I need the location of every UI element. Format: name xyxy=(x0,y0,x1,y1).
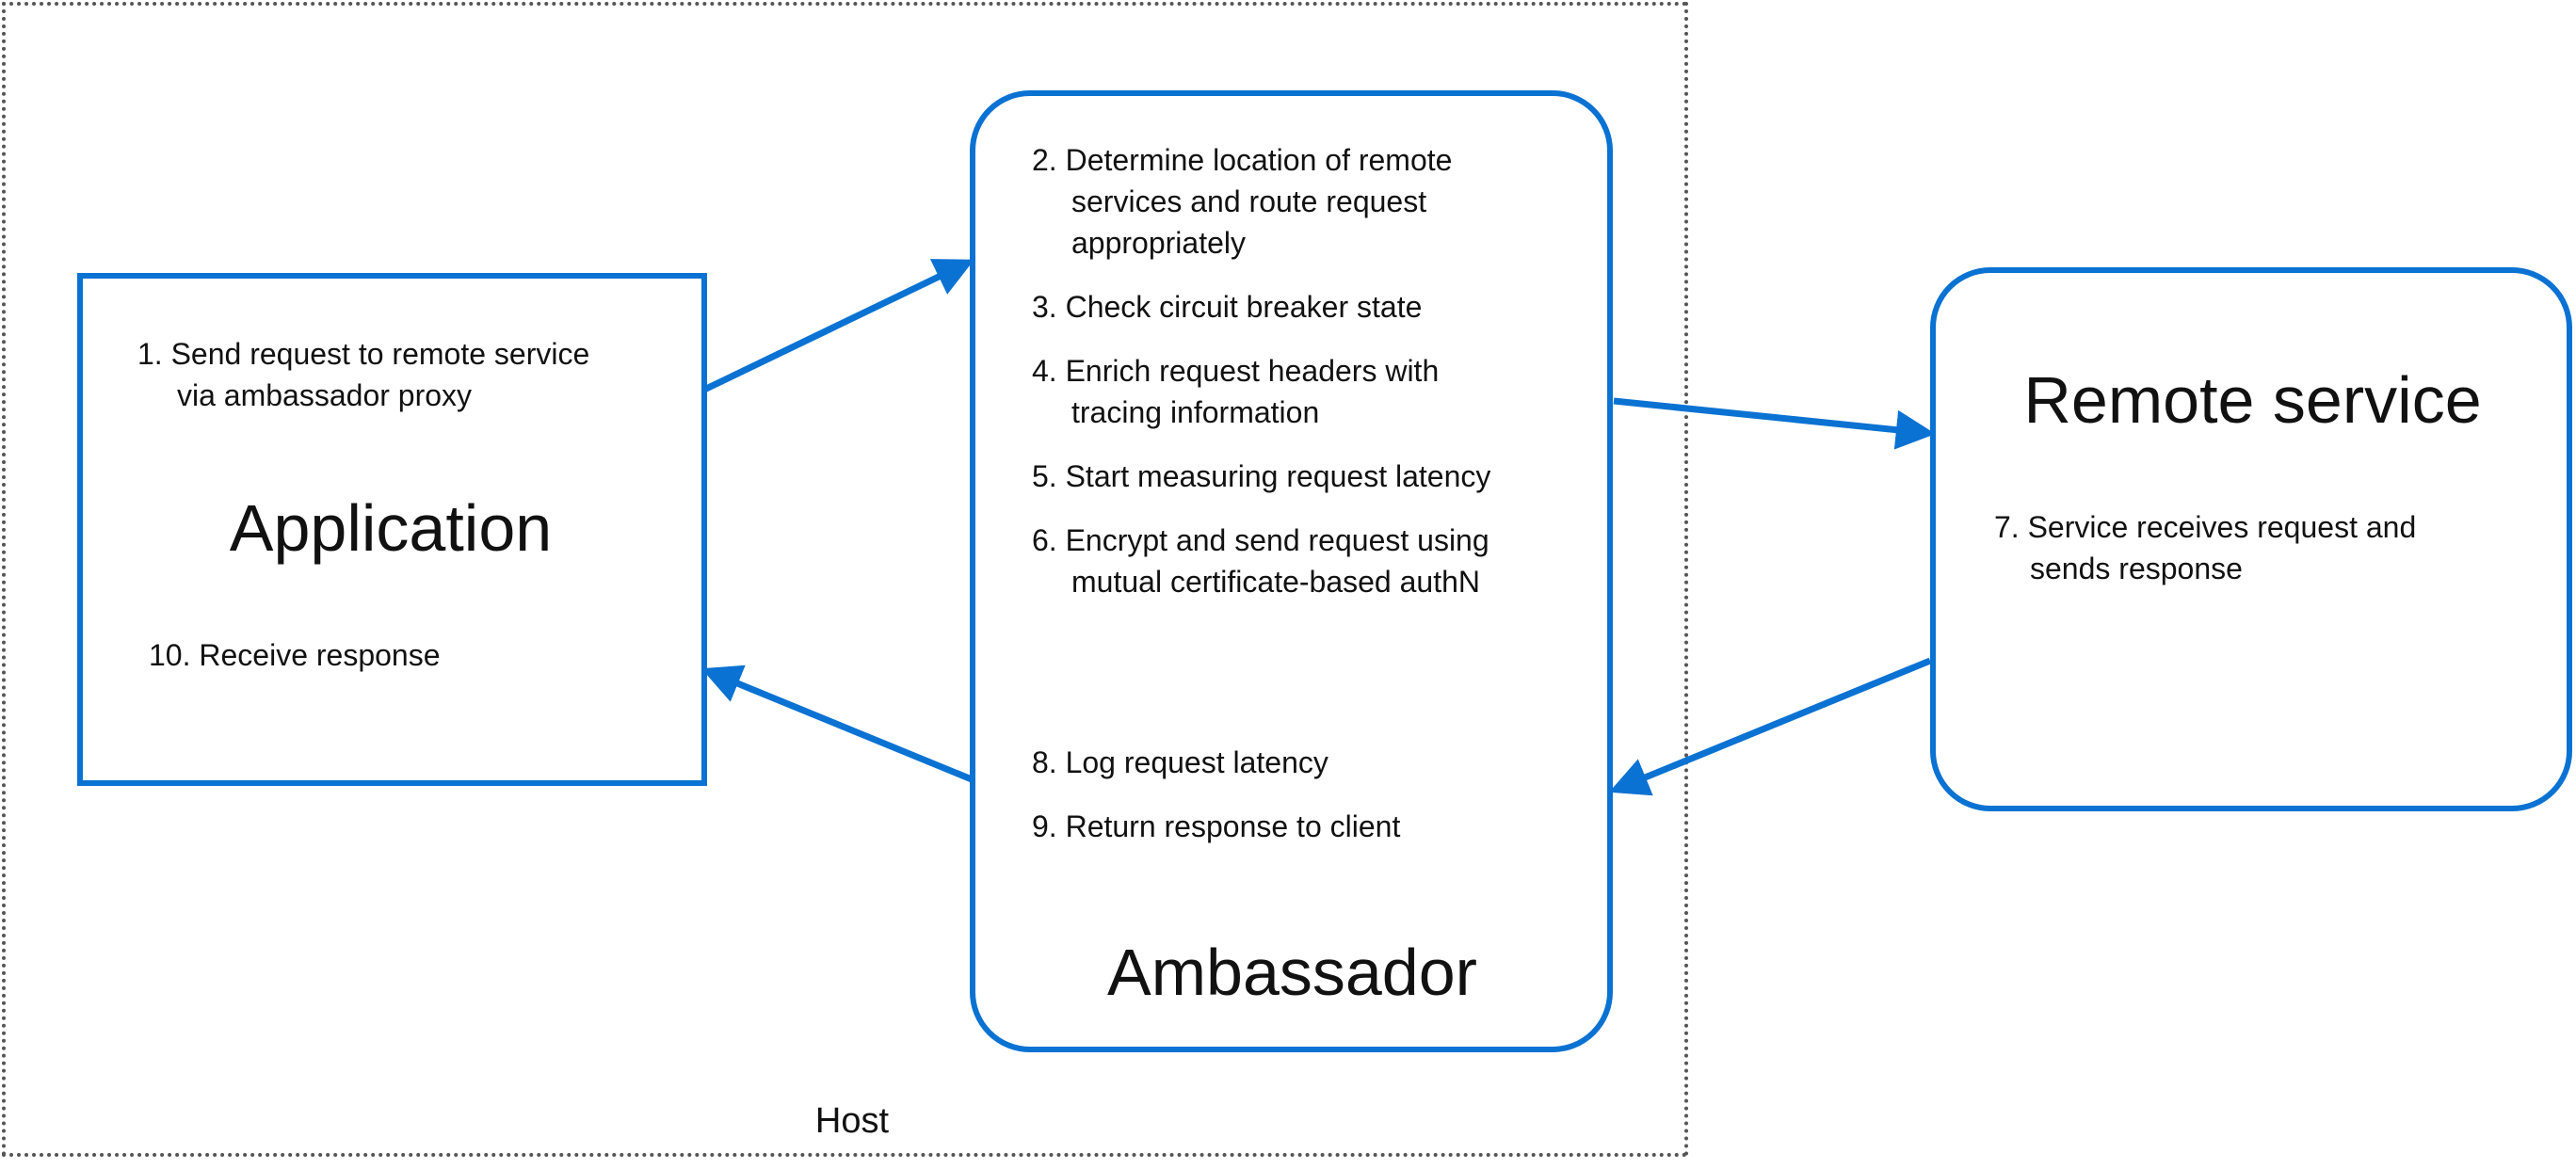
ambassador-step-3: 3. Check circuit breaker state xyxy=(1032,290,1423,324)
application-step-1: 1. Send request to remote service via am… xyxy=(137,337,590,412)
ambassador-step-2: 2. Determine location of remote services… xyxy=(1032,143,1453,260)
application-title: Application xyxy=(229,491,553,565)
remote-service-title: Remote service xyxy=(2023,363,2482,437)
arrow-ambassador-to-application xyxy=(700,665,974,783)
ambassador-step-4: 4. Enrich request headers with tracing i… xyxy=(1032,354,1440,429)
arrow-application-to-ambassador xyxy=(702,259,974,393)
ambassador-box xyxy=(970,90,1613,1052)
host-boundary xyxy=(2,2,1688,1157)
ambassador-step-6: 6. Encrypt and send request using mutual… xyxy=(1032,523,1489,599)
ambassador-step-9: 9. Return response to client xyxy=(1032,809,1401,843)
application-box xyxy=(77,273,707,786)
remote-service-step-7: 7. Service receives request and sends re… xyxy=(1994,510,2417,585)
application-step-10: 10. Receive response xyxy=(149,638,441,672)
arrow-ambassador-to-remote-service xyxy=(1613,397,1936,450)
ambassador-title: Ambassador xyxy=(1107,936,1477,1009)
ambassador-step-8: 8. Log request latency xyxy=(1032,745,1328,779)
host-label: Host xyxy=(814,1101,890,1141)
remote-service-box xyxy=(1930,267,2572,811)
arrow-remote-service-to-ambassador xyxy=(1608,657,1932,796)
ambassador-step-5: 5. Start measuring request latency xyxy=(1032,459,1491,493)
